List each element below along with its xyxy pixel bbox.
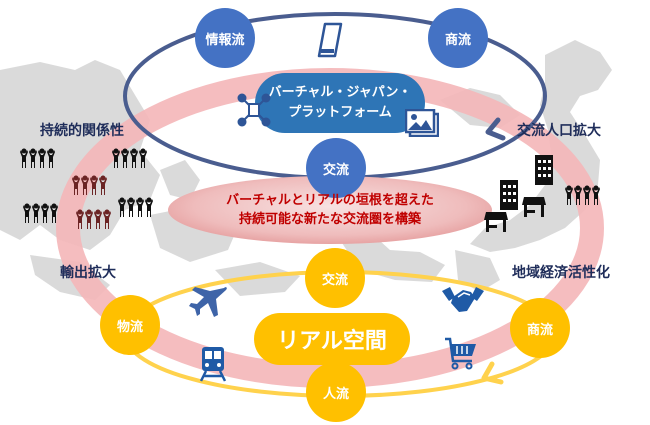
real-cycle-arrow-icon: [481, 361, 504, 385]
people-group-icon: [76, 210, 111, 230]
real-space-title-label: リアル空間: [277, 329, 387, 354]
node-real-exchange-label: 交流: [321, 272, 348, 288]
label-exchange-population: 交流人口拡大: [517, 123, 601, 139]
virtual-japan-platform: バーチャル・ジャパン・ プラットフォーム: [255, 73, 425, 133]
airplane-icon: [189, 287, 227, 317]
node-real-commerce-flow-label: 商流: [526, 322, 553, 338]
node-info-flow-label: 情報流: [205, 32, 245, 48]
office-building-icon: [500, 180, 518, 210]
label-export-expansion: 輸出拡大: [60, 265, 116, 281]
node-logistics: 物流: [100, 295, 160, 355]
node-people-flow-label: 人流: [322, 386, 349, 402]
node-real-commerce-flow: 商流: [510, 298, 570, 358]
shopping-cart-icon: [445, 337, 476, 370]
people-group-icon: [20, 149, 55, 169]
image-gallery-icon: [405, 109, 439, 137]
people-group-icon: [565, 186, 600, 206]
real-space-title: リアル空間: [254, 313, 410, 365]
label-sustainable-relations: 持続的関係性: [40, 123, 124, 139]
shop-icon: [522, 197, 546, 217]
node-virtual-exchange: 交流: [306, 138, 366, 198]
center-message-line-1: バーチャルとリアルの垣根を超えた: [226, 193, 434, 208]
node-people-flow: 人流: [306, 362, 366, 422]
shop-icon: [484, 212, 508, 232]
center-message: バーチャルとリアルの垣根を超えた 持続可能な新たな交流圏を構築: [170, 191, 490, 229]
people-group-icon: [23, 204, 58, 224]
virtual-cycle-arrow-icon: [485, 117, 506, 141]
node-info-flow: 情報流: [195, 8, 255, 68]
train-icon: [200, 347, 226, 382]
handshake-icon: [442, 287, 484, 312]
network-users-icon: [237, 93, 271, 127]
center-message-line-2: 持続可能な新たな交流圏を構築: [238, 212, 421, 227]
platform-line-2: プラットフォーム: [288, 105, 392, 120]
office-building-icon: [535, 155, 553, 185]
people-group-icon: [72, 176, 107, 196]
label-regional-revitalization: 地域経済活性化: [512, 265, 610, 281]
platform-line-1: バーチャル・ジャパン・: [268, 85, 412, 100]
smartphone-icon: [317, 22, 343, 58]
people-groups-left: [15, 145, 165, 245]
center-message-oval: [168, 176, 492, 244]
people-group-icon: [118, 198, 153, 218]
buildings-right: [484, 155, 610, 232]
node-virtual-commerce-flow: 商流: [428, 8, 488, 68]
node-real-exchange: 交流: [305, 248, 365, 308]
people-group-icon: [112, 149, 147, 169]
node-logistics-label: 物流: [116, 319, 143, 335]
node-virtual-exchange-label: 交流: [322, 162, 349, 178]
node-virtual-commerce-flow-label: 商流: [444, 32, 471, 48]
